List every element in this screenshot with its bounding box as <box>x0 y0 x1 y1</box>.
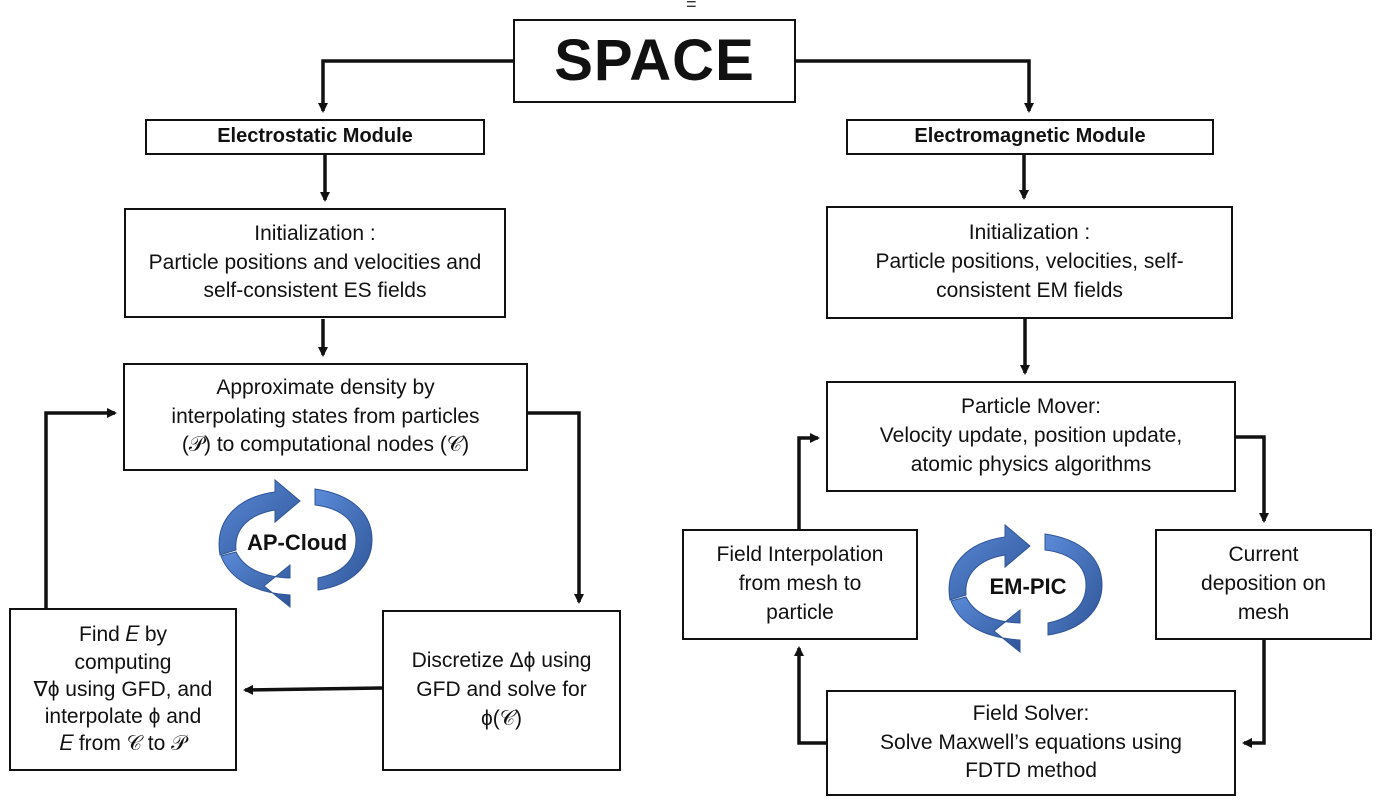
solver-line-1: Field Solver: <box>972 701 1090 725</box>
mover-to-current-arrow <box>1236 435 1269 523</box>
em-initialization-box: Initialization : Particle positions, vel… <box>826 206 1233 319</box>
solver-to-interp-arrow <box>794 646 826 745</box>
find-e-line-2: computing <box>74 650 172 674</box>
em-init-line-1: Initialization : <box>968 221 1091 245</box>
field-solver-box: Field Solver: Solve Maxwell’s equations … <box>826 690 1236 796</box>
current-deposition-box: Current deposition on mesh <box>1155 529 1372 640</box>
density-approx-box: Approximate density by interpolating sta… <box>123 363 528 471</box>
electrostatic-module-label: Electrostatic Module <box>217 125 413 148</box>
em-init-line-2: Particle positions, velocities, self- <box>875 250 1184 274</box>
find-e-line-3: ∇ϕ using GFD, and <box>33 677 213 701</box>
mover-line-2: Velocity update, position update, <box>879 424 1183 448</box>
discretize-to-finde-arrow <box>243 684 383 695</box>
density-line-1: Approximate density by <box>216 375 435 399</box>
title-to-es-arrow <box>318 59 513 113</box>
mover-line-3: atomic physics algorithms <box>910 452 1152 476</box>
find-e-line-5: 𝐸 from 𝒞 to 𝒫 <box>59 732 187 756</box>
particle-mover-box: Particle Mover: Velocity update, positio… <box>826 381 1236 492</box>
es-init-line-1: Initialization : <box>254 221 376 245</box>
ap-cloud-label: AP-Cloud <box>247 530 348 555</box>
solver-line-2: Solve Maxwell’s equations using <box>880 730 1182 754</box>
field-interpolation-box: Field Interpolation from mesh to particl… <box>682 529 918 640</box>
current-line-1: Current <box>1228 543 1299 567</box>
ap-cloud-cycle-icon <box>218 478 373 609</box>
electromagnetic-module-box: Electromagnetic Module <box>846 119 1214 155</box>
discretize-box: Discretize Δϕ using GFD and solve for ϕ(… <box>382 610 621 771</box>
interp-line-2: from mesh to <box>738 572 862 596</box>
page-title: SPACE <box>554 27 755 93</box>
finde-to-density-arrow <box>44 408 117 608</box>
find-e-line-4: interpolate ϕ and <box>44 705 202 729</box>
es-init-line-2: Particle positions and velocities and <box>148 250 482 274</box>
density-line-2: interpolating states from particles <box>171 404 480 428</box>
title-box: SPACE <box>513 19 796 103</box>
density-line-3: (𝒫) to computational nodes (𝒞) <box>181 433 470 457</box>
em-init-line-3: consistent EM fields <box>936 278 1123 302</box>
em-pic-label: EM-PIC <box>989 574 1067 599</box>
current-line-3: mesh <box>1237 600 1290 624</box>
interp-line-3: particle <box>766 600 834 624</box>
interp-to-mover-arrow <box>797 433 820 529</box>
discretize-line-2: GFD and solve for <box>416 678 587 702</box>
es-initialization-box: Initialization : Particle positions and … <box>124 208 506 318</box>
find-e-box: Find 𝐸 by computing ∇ϕ using GFD, and in… <box>9 608 237 771</box>
electromagnetic-module-label: Electromagnetic Module <box>914 125 1146 148</box>
mover-line-1: Particle Mover: <box>960 395 1102 419</box>
electrostatic-module-box: Electrostatic Module <box>145 119 485 155</box>
em-pic-cycle-icon <box>948 523 1103 654</box>
current-line-2: deposition on <box>1201 572 1326 596</box>
current-to-solver-arrow <box>1242 640 1266 748</box>
top-mark: = <box>686 0 697 14</box>
discretize-line-1: Discretize Δϕ using <box>411 649 592 673</box>
interp-line-1: Field Interpolation <box>716 543 884 567</box>
density-to-discretize-arrow <box>528 411 584 604</box>
find-e-line-1: Find 𝐸 by <box>79 623 167 647</box>
discretize-line-3: ϕ(𝒞) <box>480 706 523 730</box>
title-to-em-arrow <box>796 59 1034 113</box>
es-init-line-3: self-consistent ES fields <box>203 279 427 303</box>
solver-line-3: FDTD method <box>965 759 1097 783</box>
